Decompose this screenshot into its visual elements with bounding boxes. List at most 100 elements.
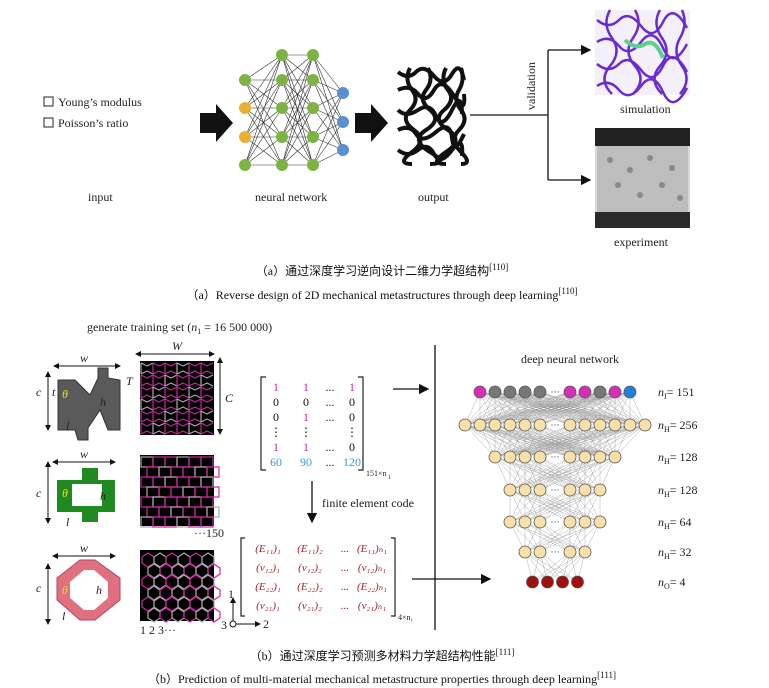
nn-label: neural network (255, 190, 327, 204)
dnn-node (518, 515, 532, 529)
dnn-node (488, 450, 502, 464)
caption-b-en: （b）Prediction of multi-material mechanic… (148, 670, 616, 686)
matrix-cell: 1 (273, 380, 279, 394)
nn-node (307, 131, 319, 143)
output-matrix: (E₁₁)₁(E₁₁)₂...(E₁₁)ₙ₁(ν₁₂)₁(ν₁₂)₂...(ν₁… (240, 537, 414, 622)
svg-text:h: h (100, 395, 106, 409)
dnn-node (503, 418, 517, 432)
dnn-node (541, 575, 554, 589)
layer-size-label: nO= 4 (658, 575, 686, 591)
dnn-node (638, 418, 652, 432)
dnn-node (503, 483, 517, 497)
matrix-cell: ... (326, 455, 335, 469)
caption-b-cn: （b）通过深度学习预测多材料力学超结构性能[111] (250, 647, 515, 663)
matrix-cell: 0 (273, 410, 279, 424)
matrix-cell: (E₁₁)₂ (297, 543, 323, 555)
dnn-node (563, 545, 577, 559)
ellipsis: ··· (551, 517, 560, 527)
dnn-node (578, 515, 592, 529)
dnn-node (578, 385, 592, 399)
dnn-node (533, 450, 547, 464)
fem-label: finite element code (322, 496, 414, 510)
matrix-cell: 1 (349, 380, 355, 394)
svg-text:c: c (36, 385, 42, 399)
grid-index-label: 1 2 3··· (140, 623, 176, 637)
svg-text:θ: θ (62, 486, 68, 500)
matrix-cell: 1 (303, 440, 309, 454)
ellipsis: ··· (551, 485, 560, 495)
dnn-node (533, 545, 547, 559)
matrix-cell: ... (341, 543, 349, 555)
metastructure-grid-reentrant (140, 361, 214, 435)
svg-text:4×n₁: 4×n₁ (398, 613, 414, 622)
dnn-node (623, 418, 637, 432)
svg-text:c: c (36, 486, 42, 500)
svg-text:l: l (66, 419, 70, 433)
svg-text:t: t (52, 385, 56, 399)
svg-text:c: c (36, 581, 42, 595)
arrow-icon (200, 104, 233, 142)
caption-a-cn: （a）通过深度学习逆向设计二维力学超结构[110] (256, 262, 509, 278)
nn-node (307, 74, 319, 86)
dnn-node (503, 515, 517, 529)
dnn-node (563, 483, 577, 497)
dnn-node (503, 385, 517, 399)
input-label: input (88, 190, 113, 204)
dnn-node (488, 385, 502, 399)
dnn-node (593, 450, 607, 464)
training-set-label: generate training set (n1 = 16 500 000) (87, 320, 272, 336)
nn-node (307, 159, 319, 171)
matrix-cell: 120 (343, 455, 361, 469)
matrix-cell: (ν₁₂)ₙ₁ (358, 562, 386, 574)
dnn-node (518, 385, 532, 399)
dnn-node (593, 418, 607, 432)
svg-text:T: T (126, 374, 134, 388)
dnn-node (578, 418, 592, 432)
matrix-cell: (ν₂₁)ₙ₁ (358, 600, 386, 612)
arrow-icon (355, 104, 388, 142)
nn-node (239, 102, 251, 114)
grid-count-label: ···150 (194, 526, 224, 540)
dnn-node (533, 418, 547, 432)
matrix-cell: (E₂₂)ₙ₁ (357, 581, 387, 593)
matrix-cell: (E₂₂)₂ (297, 581, 323, 593)
input-checkbox-poisson: Poisson’s ratio (43, 116, 128, 130)
dnn-node (518, 483, 532, 497)
dnn-node (488, 418, 502, 432)
layer-size-label: nI= 151 (658, 385, 694, 401)
dnn-node (518, 418, 532, 432)
dnn-node (623, 385, 637, 399)
svg-text:w: w (80, 447, 88, 461)
metastructure-grid-rectangular (140, 455, 220, 528)
ellipsis: ··· (551, 452, 560, 462)
matrix-cell: 1 (273, 440, 279, 454)
dnn-node (556, 575, 569, 589)
matrix-cell: ... (326, 410, 335, 424)
matrix-cell: 0 (303, 395, 309, 409)
matrix-cell: (E₁₁)ₙ₁ (357, 543, 387, 555)
caption-a-en: （a）Reverse design of 2D mechanical metas… (186, 286, 577, 302)
svg-text:h: h (96, 583, 102, 597)
svg-text:w: w (80, 541, 88, 555)
matrix-cell: ... (341, 562, 349, 574)
dnn-node (518, 450, 532, 464)
svg-text:151×n: 151×n (366, 469, 387, 478)
validation-branch (470, 44, 592, 186)
matrix-cell: (ν₂₁)₁ (256, 600, 280, 612)
dnn-node (571, 575, 584, 589)
svg-text:θ: θ (62, 583, 68, 597)
nn-node (337, 144, 349, 156)
svg-text:3: 3 (221, 618, 227, 632)
grid-height-label: C (225, 391, 234, 405)
matrix-cell: 0 (349, 395, 355, 409)
small-neural-network (239, 49, 349, 171)
matrix-cell: (E₂₂)₁ (255, 581, 281, 593)
dnn-title: deep neural network (521, 352, 619, 366)
unit-cell-reentrant: w c t θ h l T (36, 351, 134, 441)
unit-cell-hexagonal: w c θ h l (36, 541, 121, 625)
nn-node (307, 102, 319, 114)
dnn-node (593, 483, 607, 497)
dnn-node (473, 418, 487, 432)
experiment-image (595, 128, 690, 228)
